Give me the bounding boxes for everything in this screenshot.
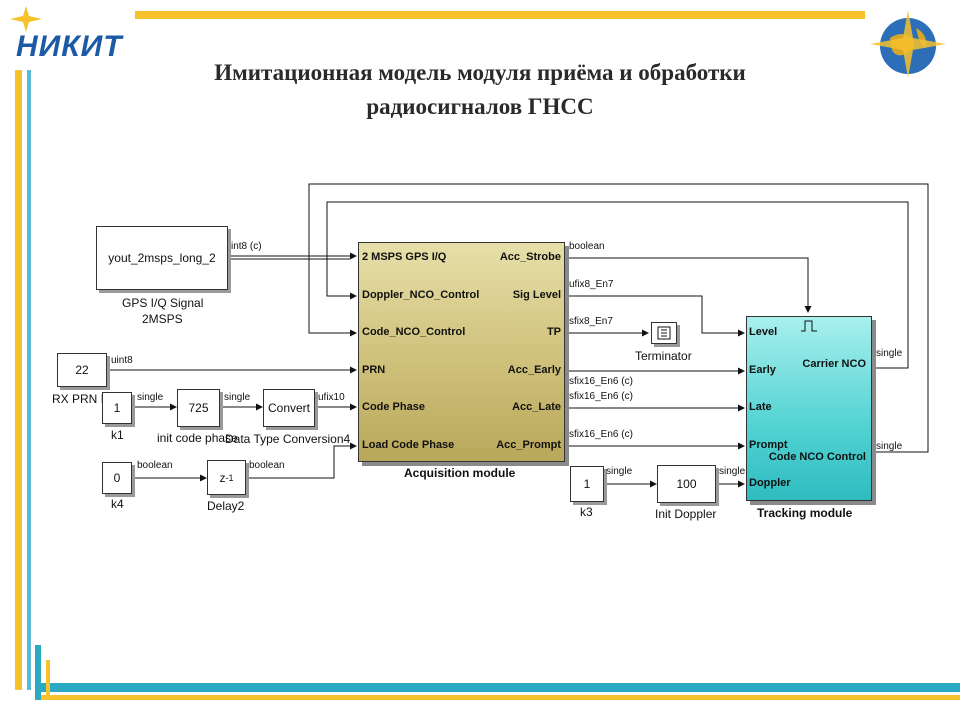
trk-out-signal-1: single <box>876 441 903 452</box>
acq-output-5: Acc_Prompt <box>496 439 561 451</box>
acq-out-signal-5: sfix16_En6 (c) <box>569 429 633 440</box>
left-teal-bar <box>27 70 31 690</box>
terminator-block[interactable] <box>651 322 677 344</box>
convert-value: Convert <box>267 401 311 415</box>
init-doppler-signal-type: single <box>719 466 746 477</box>
tracking-module-block[interactable] <box>746 316 872 501</box>
signal-source-value: yout_2msps_long_2 <box>108 251 216 265</box>
signal-source-caption2: 2MSPS <box>142 312 183 326</box>
k4-value: 0 <box>113 471 121 485</box>
page-title-line1: Имитационная модель модуля приёма и обра… <box>214 60 746 85</box>
prn-signal-type: uint8 <box>111 355 133 366</box>
acq-input-4: Code Phase <box>362 401 425 413</box>
init-code-phase-caption: init code phase <box>157 431 238 445</box>
terminator-icon <box>657 326 671 340</box>
init-doppler-value: 100 <box>676 477 697 491</box>
k1-signal-type: single <box>137 392 164 403</box>
trk-out-signal-0: single <box>876 348 903 359</box>
bottom-yellow-bar <box>40 695 960 700</box>
acq-output-2: TP <box>546 326 561 338</box>
delay2-exponent: -1 <box>225 472 234 483</box>
acq-input-2: Code_NCO_Control <box>362 326 466 338</box>
k3-value: 1 <box>583 477 591 491</box>
terminator-caption: Terminator <box>635 349 692 363</box>
data-type-conversion-block[interactable]: Convert <box>263 389 315 427</box>
k4-signal-type: boolean <box>137 460 173 471</box>
acq-out-signal-0: boolean <box>569 241 605 252</box>
acq-input-3: PRN <box>362 364 386 376</box>
init-doppler-block[interactable]: 100 <box>657 465 716 503</box>
prn-caption: RX PRN ID <box>52 392 113 406</box>
tracking-caption: Tracking module <box>757 506 853 520</box>
prn-constant-block[interactable]: 22 <box>57 353 107 387</box>
acq-out-signal-1: ufix8_En7 <box>569 279 614 290</box>
globe-satellite-icon <box>870 10 946 78</box>
signal-source-block[interactable]: yout_2msps_long_2 <box>96 226 228 290</box>
acq-out-signal-2: sfix8_En7 <box>569 316 613 327</box>
acq-output-0: Acc_Strobe <box>499 251 561 263</box>
delay2-caption: Delay2 <box>207 499 245 513</box>
acq-input-1: Doppler_NCO_Control <box>362 289 480 301</box>
trk-input-0: Level <box>749 326 778 338</box>
prn-value: 22 <box>75 363 89 377</box>
acquisition-module-block[interactable] <box>358 242 565 462</box>
acq-output-4: Acc_Late <box>512 401 561 413</box>
k1-value: 1 <box>113 401 121 415</box>
init-code-phase-signal-type: single <box>224 392 251 403</box>
acq-output-3: Acc_Early <box>507 364 561 376</box>
top-yellow-bar <box>135 11 865 19</box>
trk-output-1: Code NCO Control <box>768 451 866 463</box>
trk-input-3: Prompt <box>749 439 788 451</box>
trk-input-4: Doppler <box>749 477 791 489</box>
k3-signal-type: single <box>606 466 633 477</box>
k4-caption: k4 <box>111 497 124 511</box>
k3-caption: k3 <box>580 505 593 519</box>
init-code-phase-value: 725 <box>188 401 209 415</box>
acq-input-5: Load Code Phase <box>362 439 455 451</box>
trk-input-2: Late <box>749 401 772 413</box>
convert-signal-type: ufix10 <box>318 392 345 403</box>
logo: НИКИТ <box>16 30 123 63</box>
delay2-value: z <box>219 470 226 485</box>
signal-source-type: int8 (c) <box>231 241 262 252</box>
bottom-teal-bar <box>40 683 960 692</box>
pulse-icon <box>801 320 817 332</box>
acq-output-1: Sig Level <box>512 289 561 301</box>
k4-constant-block[interactable]: 0 <box>102 462 132 494</box>
init-doppler-caption: Init Doppler <box>655 507 717 521</box>
delay2-signal-type: boolean <box>249 460 285 471</box>
k1-caption: k1 <box>111 428 124 442</box>
convert-caption: Data Type Conversion4 <box>225 432 351 446</box>
acquisition-caption: Acquisition module <box>404 466 516 480</box>
signal-source-caption1: GPS I/Q Signal <box>122 296 204 310</box>
acq-out-signal-4: sfix16_En6 (c) <box>569 391 633 402</box>
k3-constant-block[interactable]: 1 <box>570 466 604 502</box>
left-yellow-bar <box>15 70 22 690</box>
corner-accent <box>35 645 41 700</box>
delay2-block[interactable]: z-1 <box>207 460 246 495</box>
acq-input-0: 2 MSPS GPS I/Q <box>362 251 447 263</box>
init-code-phase-block[interactable]: 725 <box>177 389 220 427</box>
star-icon <box>10 6 42 32</box>
page-title-line2: радиосигналов ГНСС <box>366 94 594 119</box>
k1-constant-block[interactable]: 1 <box>102 392 132 424</box>
trk-output-0: Carrier NCO <box>802 358 866 370</box>
trk-input-1: Early <box>749 364 776 376</box>
corner-accent-2 <box>46 660 50 700</box>
acq-out-signal-3: sfix16_En6 (c) <box>569 376 633 387</box>
